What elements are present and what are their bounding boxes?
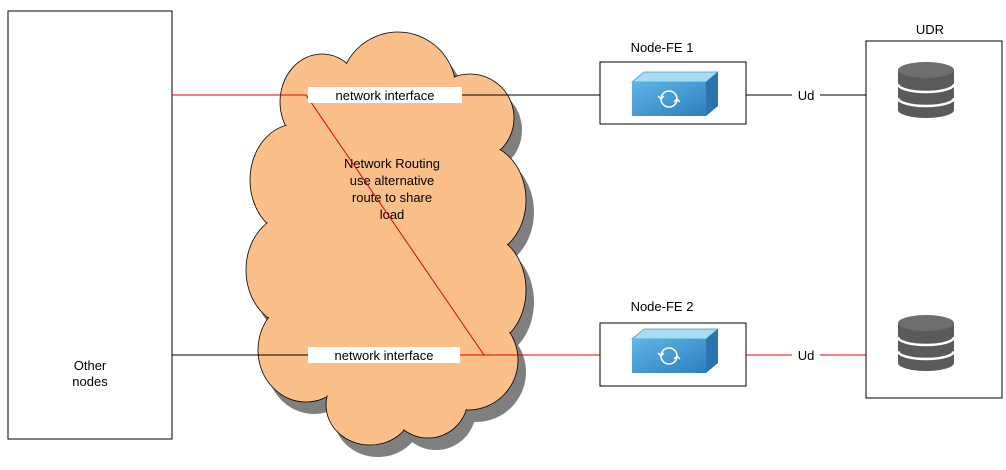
alt-route-diagonal: [305, 94, 485, 356]
cloud-text-line4: load: [380, 207, 405, 222]
ud-label-bottom: Ud: [798, 348, 815, 363]
node-fe1-label: Node-FE 1: [631, 40, 694, 55]
cloud-text-line3: route to share: [352, 190, 432, 205]
server-icon: [630, 71, 720, 116]
node-fe2-label: Node-FE 2: [631, 299, 694, 314]
database-icon: [896, 315, 956, 371]
cloud-text-line1: Network Routing: [344, 156, 440, 171]
network-interface-bottom: network interface: [308, 347, 460, 363]
other-nodes-box: Other nodes: [7, 10, 173, 440]
network-interface-top-label: network interface: [336, 88, 435, 103]
network-interface-top: network interface: [308, 87, 462, 103]
network-interface-bottom-label: network interface: [335, 348, 434, 363]
node-fe1-box: [599, 61, 747, 125]
other-nodes-label-line1: Other: [74, 358, 107, 373]
server-icon: [630, 328, 720, 373]
cloud-text-line2: use alternative: [350, 173, 435, 188]
ud-label-top: Ud: [798, 88, 815, 103]
database-icon: [896, 62, 956, 118]
node-fe2-box: [599, 322, 747, 387]
cloud-text: Network Routing use alternative route to…: [344, 156, 440, 222]
cloud-fill-core: [247, 33, 525, 444]
udr-label: UDR: [916, 22, 944, 37]
other-nodes-label-line2: nodes: [72, 374, 108, 389]
